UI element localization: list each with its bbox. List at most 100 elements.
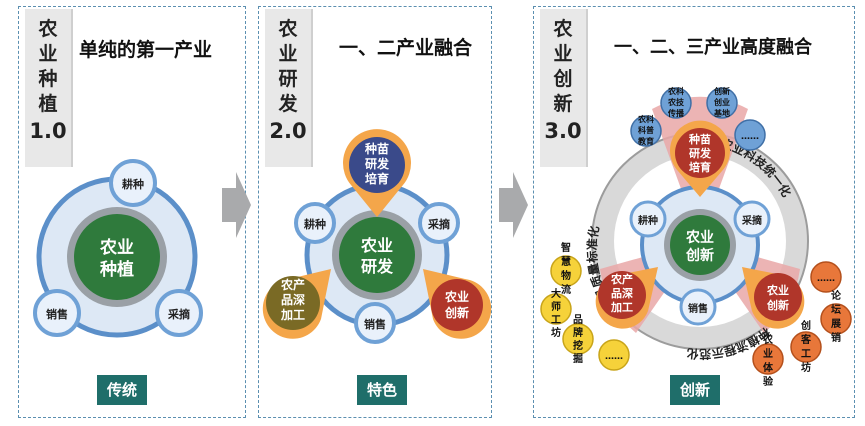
svg-text:基地: 基地 — [713, 108, 730, 118]
tag-char: 农 — [553, 18, 573, 40]
svg-text:教育: 教育 — [637, 136, 654, 146]
drop-agri-innovation: 农业 创新 — [742, 267, 805, 329]
version-tag: 农 业 研 发 2.0 — [265, 9, 313, 167]
node-forum-expo: 论 坛 展 销 — [820, 289, 852, 344]
svg-text:销售: 销售 — [364, 317, 386, 331]
svg-text:创新: 创新 — [444, 305, 469, 320]
svg-text:挖: 挖 — [573, 339, 583, 352]
flow-arrow — [220, 170, 252, 240]
svg-text:……: …… — [605, 352, 623, 362]
version-number: 2.0 — [269, 119, 307, 143]
stage-badge: 创新 — [670, 375, 721, 405]
svg-text:采摘: 采摘 — [167, 307, 190, 321]
svg-text:销售: 销售 — [688, 302, 708, 315]
satellite-node: 采摘 — [733, 200, 771, 238]
flow-arrow — [497, 170, 529, 240]
svg-text:流: 流 — [561, 283, 571, 296]
tag-char: 农 — [278, 18, 298, 40]
svg-text:智: 智 — [561, 241, 571, 254]
svg-text:工: 工 — [801, 349, 811, 360]
tag-char: 新 — [553, 93, 573, 115]
panel-title: 单纯的第一产业 — [79, 39, 213, 61]
svg-text:研发: 研发 — [689, 146, 712, 160]
panel-agri-3: 农 业 创 新 3.0 一、二、三产业高度融合 产品质量标准化 农业科技统一化 … — [533, 6, 855, 418]
svg-text:农技: 农技 — [667, 97, 685, 107]
node-more-orange: …… — [810, 261, 842, 293]
tag-char: 业 — [38, 43, 58, 65]
svg-text:物: 物 — [561, 269, 571, 282]
center-circle — [670, 215, 730, 275]
svg-text:农科: 农科 — [637, 114, 654, 124]
svg-text:……: …… — [741, 132, 759, 142]
svg-text:坊: 坊 — [551, 326, 561, 339]
svg-text:师: 师 — [551, 300, 561, 313]
drop-agri-innovation: 农业 创新 — [423, 269, 492, 339]
svg-text:农产: 农产 — [610, 272, 633, 286]
satellite-node: 耕种 — [629, 200, 667, 238]
svg-text:农业: 农业 — [444, 289, 469, 304]
tag-char: 植 — [38, 93, 58, 115]
arrow-right-icon — [222, 172, 251, 238]
node-science-education: 农科 科普 教育 — [630, 114, 662, 147]
svg-text:耕种: 耕种 — [638, 214, 658, 227]
center-label: 研发 — [361, 257, 394, 276]
drop-seed-research: 种苗 研发 培育 — [670, 120, 730, 197]
svg-text:牌: 牌 — [573, 326, 583, 339]
svg-text:业: 业 — [763, 347, 773, 360]
svg-text:论: 论 — [831, 289, 842, 302]
svg-text:农业: 农业 — [766, 283, 789, 297]
tag-char: 创 — [553, 68, 573, 90]
svg-text:大: 大 — [551, 287, 561, 300]
center-label: 农业 — [360, 236, 393, 255]
svg-text:……: …… — [817, 274, 835, 284]
drop-deep-processing: 农产 品深 加工 — [595, 267, 658, 329]
diagram-3: 产品质量标准化 农业科技统一化 种植流程示范化 农业 创新 耕种 采摘 销售 种… — [540, 86, 852, 388]
svg-text:工: 工 — [551, 315, 561, 326]
svg-text:研发: 研发 — [365, 156, 390, 171]
satellite-node: 耕种 — [294, 202, 336, 244]
svg-text:农: 农 — [762, 333, 773, 346]
satellite-node: 采摘 — [155, 289, 203, 337]
svg-text:展: 展 — [831, 318, 841, 330]
tag-char: 业 — [278, 43, 298, 65]
tag-char: 业 — [553, 43, 573, 65]
svg-text:坊: 坊 — [801, 361, 811, 374]
svg-text:创新: 创新 — [766, 298, 789, 312]
svg-text:体: 体 — [763, 361, 774, 374]
svg-text:耕种: 耕种 — [304, 217, 326, 231]
satellite-node: 销售 — [679, 288, 717, 326]
svg-text:创: 创 — [800, 319, 811, 332]
panel-agri-2: 农 业 研 发 2.0 一、二产业融合 农业 研发 耕种 采摘 销售 种苗 研发… — [258, 6, 492, 418]
svg-text:采摘: 采摘 — [741, 214, 762, 227]
tag-char: 种 — [38, 68, 58, 90]
svg-text:农产: 农产 — [280, 277, 305, 292]
node-agri-experience: 农 业 体 验 — [752, 333, 784, 388]
svg-text:培育: 培育 — [689, 160, 711, 174]
svg-text:种苗: 种苗 — [364, 141, 389, 156]
svg-text:培育: 培育 — [365, 171, 389, 186]
center-label: 种植 — [99, 259, 134, 280]
svg-text:掘: 掘 — [573, 352, 583, 365]
svg-text:创新: 创新 — [713, 86, 730, 96]
version-number: 1.0 — [29, 119, 67, 143]
svg-text:种苗: 种苗 — [688, 132, 711, 146]
svg-text:耕种: 耕种 — [122, 177, 144, 191]
tag-char: 研 — [278, 68, 298, 90]
svg-text:科普: 科普 — [638, 125, 654, 135]
svg-text:品深: 品深 — [281, 292, 305, 307]
stage-badge: 特色 — [357, 375, 408, 405]
svg-text:品深: 品深 — [611, 286, 633, 300]
node-startup-base: 创新 创业 基地 — [706, 86, 738, 119]
drop-deep-processing: 农产 品深 加工 — [262, 269, 331, 339]
node-tech-spread: 农科 农技 传播 — [660, 86, 692, 119]
satellite-node: 销售 — [33, 289, 81, 337]
svg-text:创业: 创业 — [713, 97, 730, 107]
svg-text:农科: 农科 — [667, 86, 684, 96]
svg-text:坛: 坛 — [831, 303, 841, 316]
svg-text:品: 品 — [573, 314, 583, 326]
node-more-yellow: …… — [598, 339, 630, 371]
satellite-node: 销售 — [354, 302, 396, 344]
diagram-1: 农业 种植 耕种 采摘 销售 — [33, 159, 203, 338]
svg-text:客: 客 — [800, 333, 812, 346]
diagram-2: 农业 研发 耕种 采摘 销售 种苗 研发 培育 农产 品深 加工 — [262, 129, 492, 344]
